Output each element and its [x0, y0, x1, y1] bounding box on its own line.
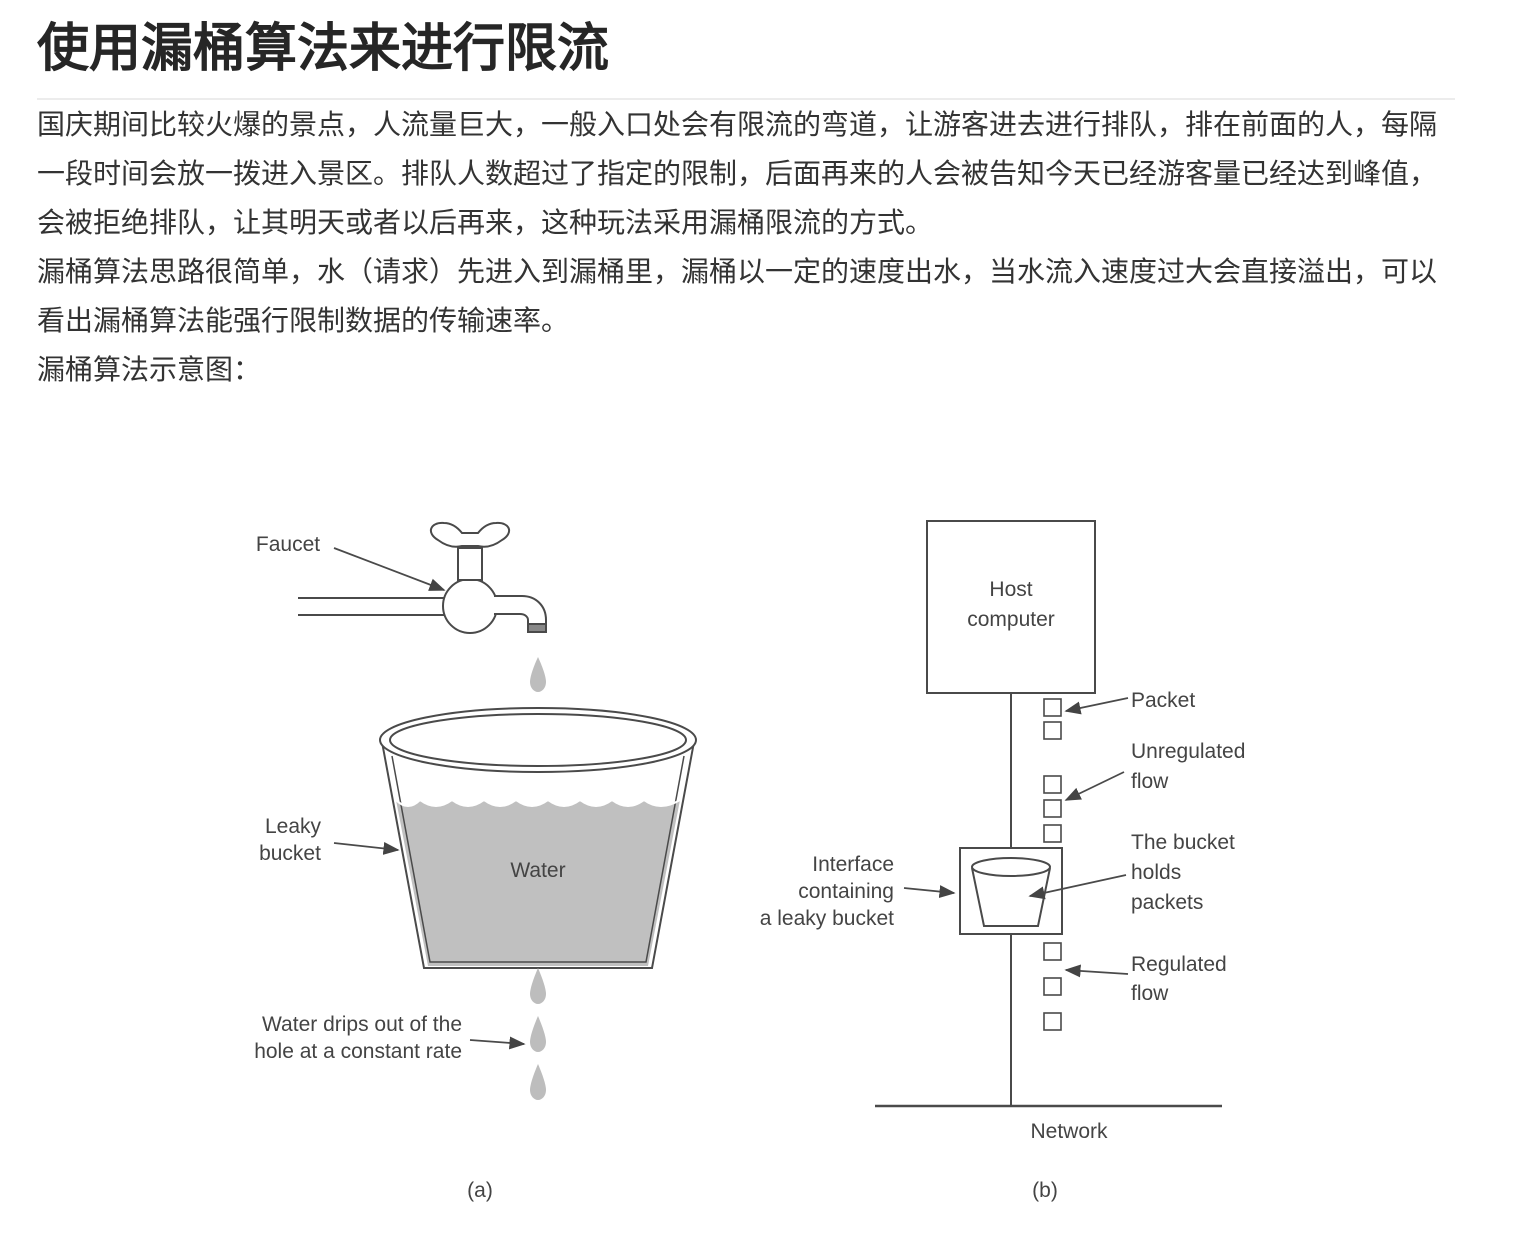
holds-label-2: holds: [1131, 861, 1181, 884]
network-label: Network: [1030, 1120, 1108, 1143]
holds-label-3: packets: [1131, 891, 1203, 914]
regulated-label-1: Regulated: [1131, 953, 1227, 976]
interface-label-2: containing: [798, 880, 894, 903]
paragraph-scenic-spot: 国庆期间比较火爆的景点，人流量巨大，一般入口处会有限流的弯道，让游客进去进行排队…: [37, 108, 1438, 239]
panel-a: [298, 521, 697, 1100]
regulated-label-2: flow: [1131, 982, 1169, 1005]
title-divider: [37, 98, 1455, 100]
host-label-1: Host: [989, 578, 1032, 601]
host-computer-box: [926, 520, 1096, 694]
article-title: 使用漏桶算法来进行限流: [37, 19, 610, 79]
caption-a: (a): [467, 1179, 493, 1202]
packets: [1043, 698, 1062, 1031]
leaky-bucket-label-1: Leaky: [265, 815, 322, 838]
interface-label-1: Interface: [812, 853, 894, 876]
panel-b: [875, 520, 1222, 1108]
drips-label-1: Water drips out of the: [262, 1013, 462, 1036]
packet-label: Packet: [1131, 689, 1195, 712]
unregulated-label-1: Unregulated: [1131, 740, 1245, 763]
faucet-icon: [298, 521, 547, 634]
water-label: Water: [510, 859, 565, 882]
paragraph-diagram-intro: 漏桶算法示意图：: [37, 353, 262, 386]
caption-b: (b): [1032, 1179, 1058, 1202]
interface-label-3: a leaky bucket: [760, 907, 894, 930]
drips-label-2: hole at a constant rate: [254, 1040, 462, 1063]
article: 使用漏桶算法来进行限流 国庆期间比较火爆的景点，人流量巨大，一般入口处会有限流的…: [37, 0, 1455, 394]
leaky-bucket: [379, 707, 697, 969]
host-label-2: computer: [967, 608, 1055, 631]
leaky-bucket-label-2: bucket: [259, 842, 321, 865]
unregulated-label-2: flow: [1131, 770, 1169, 793]
paragraph-algorithm: 漏桶算法思路很简单，水（请求）先进入到漏桶里，漏桶以一定的速度出水，当水流入速度…: [37, 255, 1438, 337]
holds-label-1: The bucket: [1131, 831, 1235, 854]
water-drips: [530, 968, 546, 1100]
faucet-label: Faucet: [256, 533, 320, 556]
